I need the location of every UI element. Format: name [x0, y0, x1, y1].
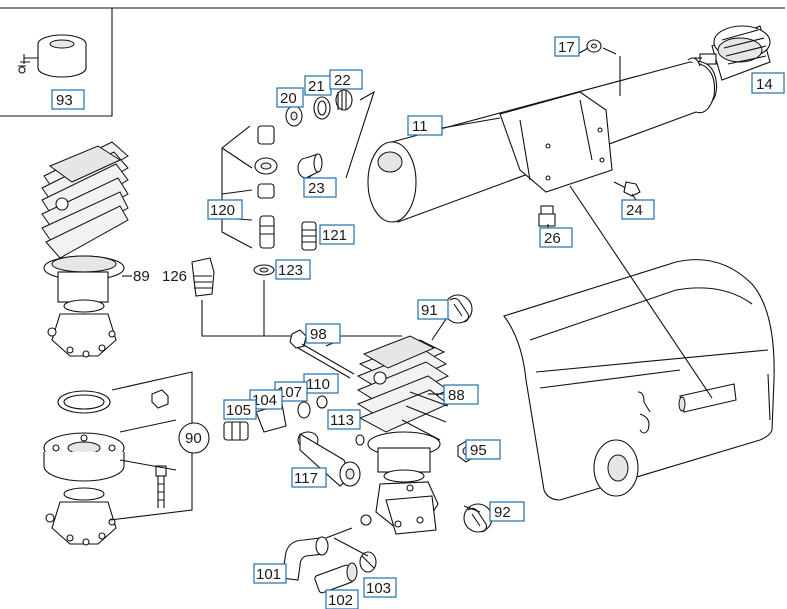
callout-95-label: 95: [470, 442, 487, 459]
callout-103-label: 103: [366, 580, 391, 597]
callout-11-label: 11: [412, 118, 428, 135]
part-88-compressor-drawing: [356, 335, 450, 535]
part-23-fitting-drawing: [297, 153, 323, 179]
part-11-tank-drawing: [367, 57, 718, 223]
part-93-switch-drawing: [18, 34, 87, 78]
inset-frame: [0, 7, 785, 117]
part-126-filter-drawing: [191, 257, 215, 297]
callout-26[interactable]: 26: [539, 227, 573, 248]
callout-11[interactable]: 11: [407, 115, 443, 136]
part-26-plug-drawing: [538, 205, 556, 227]
part-123-washer-drawing: [253, 264, 275, 276]
callout-93[interactable]: 93: [51, 89, 85, 110]
callout-92[interactable]: 92: [489, 501, 525, 522]
callout-95[interactable]: 95: [465, 439, 501, 460]
callout-102-label: 102: [328, 592, 353, 609]
callout-17[interactable]: 17: [554, 36, 580, 57]
callout-14-label: 14: [756, 76, 773, 93]
callout-113-label: 113: [330, 412, 354, 429]
callout-91[interactable]: 91: [417, 299, 449, 320]
callout-123[interactable]: 123: [275, 259, 311, 280]
callout-91-label: 91: [421, 302, 438, 319]
callout-98[interactable]: 98: [305, 323, 341, 344]
wrench-91-icon: [443, 294, 473, 324]
callout-23[interactable]: 23: [303, 177, 337, 198]
hoses-101-102-103-drawing: [281, 536, 377, 594]
part-117-valve-drawing: [297, 431, 361, 487]
callout-20[interactable]: 20: [276, 87, 304, 108]
callout-21[interactable]: 21: [304, 75, 332, 96]
callout-105-label: 105: [226, 402, 251, 419]
bracket-101-103: [325, 527, 369, 557]
callout-88[interactable]: 88: [443, 384, 479, 405]
callout-107-label: 107: [277, 384, 302, 401]
callout-24[interactable]: 24: [621, 199, 655, 220]
callout-101-label: 101: [256, 566, 281, 583]
callout-21-label: 21: [308, 78, 325, 95]
part-14-air-filter-drawing: [694, 25, 771, 81]
part-17-washer-drawing: [586, 39, 602, 53]
callout-121[interactable]: 121: [319, 224, 355, 245]
vehicle-outline-drawing: [503, 259, 775, 501]
label-89: 89: [133, 268, 150, 285]
callout-92-label: 92: [494, 504, 511, 521]
label-90: 90: [185, 430, 202, 447]
callout-110-label: 110: [306, 376, 330, 393]
callout-102[interactable]: 102: [325, 589, 359, 609]
label-126: 126: [162, 268, 187, 285]
callout-20-label: 20: [280, 90, 297, 107]
part-98-bolt-drawing: [289, 329, 355, 379]
callout-17-label: 17: [558, 39, 575, 56]
group-120-fittings-drawing: [254, 125, 278, 249]
callout-117[interactable]: 117: [291, 467, 327, 488]
fittings-20-21-22-drawing: [285, 89, 353, 127]
callout-110[interactable]: 110: [303, 373, 339, 394]
part-24-bolt-drawing: [613, 181, 641, 197]
callout-101[interactable]: 101: [253, 563, 287, 584]
callout-117-label: 117: [294, 470, 318, 487]
wrench-92-icon: [463, 503, 493, 533]
callout-120[interactable]: 120: [207, 199, 243, 220]
callout-93-label: 93: [56, 92, 73, 109]
callout-22-label: 22: [334, 72, 351, 89]
callout-123-label: 123: [278, 262, 303, 279]
callout-104-label: 104: [252, 392, 277, 409]
callout-98-label: 98: [310, 326, 327, 343]
bracket-120: [221, 125, 253, 249]
callout-14[interactable]: 14: [751, 72, 785, 94]
callout-88-label: 88: [448, 387, 465, 404]
callout-22[interactable]: 22: [329, 69, 363, 90]
callout-121-label: 121: [322, 227, 347, 244]
callout-105[interactable]: 105: [223, 399, 257, 420]
callout-120-label: 120: [210, 202, 235, 219]
bracket-123-126-to-compressor: [201, 280, 402, 337]
part-90-flange-group-drawing: [43, 389, 169, 546]
callout-24-label: 24: [626, 202, 643, 219]
part-121-fitting-drawing: [301, 221, 317, 251]
part-89-compressor-drawing: [41, 141, 129, 358]
bracket-22-23: [345, 90, 375, 179]
callout-26-label: 26: [544, 230, 561, 247]
callout-23-label: 23: [308, 180, 325, 197]
callout-103[interactable]: 103: [363, 577, 397, 598]
callout-90[interactable]: 90: [178, 422, 210, 454]
callout-113[interactable]: 113: [327, 409, 361, 430]
